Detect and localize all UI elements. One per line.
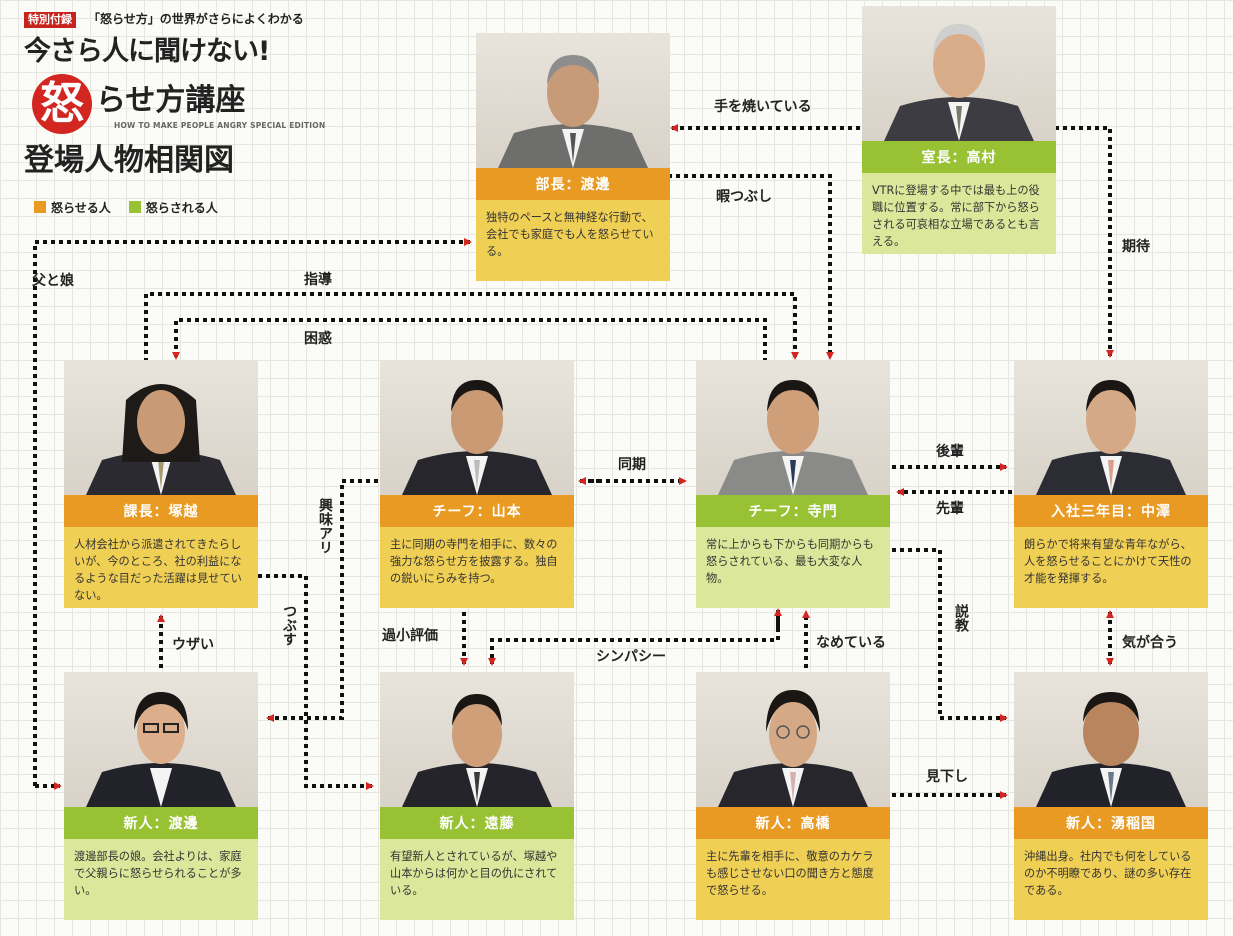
- legend-swatch-green: [128, 201, 141, 213]
- label-kitai: 期待: [1122, 239, 1150, 255]
- character-description: 有望新人とされているが、塚越や山本からは何かと目の仇にされている。: [380, 839, 574, 920]
- character-description: 常に上からも下からも同期からも怒らされている、最も大変な人物。: [696, 527, 890, 608]
- supplement-text: 「怒らせ方」の世界がさらによくわかる: [88, 12, 304, 26]
- conn-father-daughter: [33, 238, 472, 786]
- label-himatsubushi: 暇つぶし: [716, 189, 772, 205]
- title-line-2: らせ方講座: [96, 83, 246, 118]
- portrait-photo: [1014, 360, 1208, 495]
- legend-angerer: 怒らせる人: [34, 199, 111, 216]
- label-sekkyo: 説教: [953, 604, 969, 632]
- character-description: 主に同期の寺門を相手に、数々の強力な怒らせ方を披露する。独自の鋭いにらみを持つ。: [380, 527, 574, 608]
- card-takamura: 室長：高村 VTRに登場する中では最も上の役職に位置する。常に部下から怒らされる…: [862, 6, 1056, 254]
- character-description: 人材会社から派遣されてきたらしいが、今のところ、社の利益になるような目だった活躍…: [64, 527, 258, 608]
- conn-sekkyo: [892, 548, 1008, 722]
- portrait-photo: [64, 672, 258, 807]
- conn-shido: [144, 292, 799, 362]
- character-description: 独特のペースと無神経な行動で、会社でも家庭でも人を怒らせている。: [476, 200, 670, 281]
- card-yugakuni: 新人：湧稲国 沖縄出身。社内でも何をしているのか不明瞭であり、謎の多い存在である…: [1014, 672, 1208, 920]
- character-name: 新人：高橋: [696, 807, 890, 839]
- portrait-photo: [696, 360, 890, 495]
- character-name: 入社三年目：中澤: [1014, 495, 1208, 527]
- portrait-photo: [380, 360, 574, 495]
- card-yamamoto: チーフ：山本 主に同期の寺門を相手に、数々の強力な怒らせ方を披露する。独自の鋭い…: [380, 360, 574, 608]
- label-douki: 同期: [618, 457, 646, 473]
- portrait-photo: [696, 672, 890, 807]
- legend-angerer-label: 怒らせる人: [51, 200, 111, 215]
- label-tsubusu: つぶす: [281, 604, 297, 646]
- legend-swatch-orange: [34, 201, 46, 213]
- label-nameteiru: なめている: [816, 635, 886, 651]
- label-kouhai: 後輩: [936, 444, 964, 460]
- conn-konwaku: [172, 318, 767, 362]
- label-chichi-to-musume: 父と娘: [32, 273, 74, 289]
- label-konwaku: 困惑: [304, 331, 332, 347]
- label-shido: 指導: [304, 272, 332, 288]
- character-name: 室長：高村: [862, 141, 1056, 173]
- legend-angered: 怒らされる人: [128, 199, 218, 216]
- character-name: 新人：渡邊: [64, 807, 258, 839]
- supplement-badge: 特別付録: [24, 12, 76, 28]
- label-mikudashi: 見下し: [926, 769, 968, 785]
- character-description: VTRに登場する中では最も上の役職に位置する。常に部下から怒らされる可哀相な立場…: [862, 173, 1056, 254]
- portrait-photo: [64, 360, 258, 495]
- portrait-photo: [476, 33, 670, 168]
- portrait-photo: [1014, 672, 1208, 807]
- character-description: 沖縄出身。社内でも何をしているのか不明瞭であり、謎の多い存在である。: [1014, 839, 1208, 920]
- character-name: チーフ：山本: [380, 495, 574, 527]
- label-ki-ga-au: 気が合う: [1122, 635, 1178, 651]
- label-kashou-hyouka: 過小評価: [382, 628, 438, 644]
- conn-takamura-kitai: [1055, 126, 1114, 358]
- card-watanabe-bucho: 部長：渡邊 独特のペースと無神経な行動で、会社でも家庭でも人を怒らせている。: [476, 33, 670, 281]
- character-name: 新人：湧稲国: [1014, 807, 1208, 839]
- card-nakazawa: 入社三年目：中澤 朗らかで将来有望な青年ながら、人を怒らせることにかけて天性の才…: [1014, 360, 1208, 608]
- label-senpai: 先輩: [936, 501, 964, 517]
- character-description: 渡邊部長の娘。会社よりは、家庭で父親らに怒らせられることが多い。: [64, 839, 258, 920]
- conn-kyomi-ari: [266, 479, 378, 722]
- character-name: 部長：渡邊: [476, 168, 670, 200]
- title-block: 特別付録 「怒らせ方」の世界がさらによくわかる 今さら人に聞けない! 怒 らせ方…: [24, 8, 326, 198]
- portrait-photo: [380, 672, 574, 807]
- character-name: 新人：遠藤: [380, 807, 574, 839]
- label-kyomi-ari: 興味アリ: [317, 498, 333, 554]
- card-watanabe-shinjin: 新人：渡邊 渡邊部長の娘。会社よりは、家庭で父親らに怒らせられることが多い。: [64, 672, 258, 920]
- conn-sympathy: [488, 612, 780, 666]
- title-line-3: 登場人物相関図: [24, 143, 234, 178]
- conn-tsubusu: [258, 574, 374, 790]
- title-line-1: 今さら人に聞けない!: [24, 36, 270, 67]
- card-takahashi: 新人：高橋 主に先輩を相手に、敬意のカケラも感じさせない口の聞き方と態度で怒らせ…: [696, 672, 890, 920]
- conn-watanabe-himatsubushi: [668, 174, 834, 360]
- legend-angered-label: 怒らされる人: [145, 200, 218, 215]
- character-name: 課長：塚越: [64, 495, 258, 527]
- label-te-wo-yaiteiru: 手を焼いている: [714, 99, 812, 115]
- card-endo: 新人：遠藤 有望新人とされているが、塚越や山本からは何かと目の仇にされている。: [380, 672, 574, 920]
- card-tsukagoshi: 課長：塚越 人材会社から派遣されてきたらしいが、今のところ、社の利益になるような…: [64, 360, 258, 608]
- portrait-photo: [862, 6, 1056, 141]
- card-terakado: チーフ：寺門 常に上からも下からも同期からも怒らされている、最も大変な人物。: [696, 360, 890, 608]
- label-sympathy: シンパシー: [596, 649, 666, 665]
- label-uzai: ウザい: [172, 637, 214, 653]
- character-description: 主に先輩を相手に、敬意のカケラも感じさせない口の聞き方と態度で怒らせる。: [696, 839, 890, 920]
- character-name: チーフ：寺門: [696, 495, 890, 527]
- character-description: 朗らかで将来有望な青年ながら、人を怒らせることにかけて天性の才能を発揮する。: [1014, 527, 1208, 608]
- title-subtitle-en: HOW TO MAKE PEOPLE ANGRY SPECIAL EDITION: [114, 121, 326, 130]
- legend: 怒らせる人 怒らされる人: [34, 198, 236, 216]
- title-anger-char: 怒: [32, 74, 92, 134]
